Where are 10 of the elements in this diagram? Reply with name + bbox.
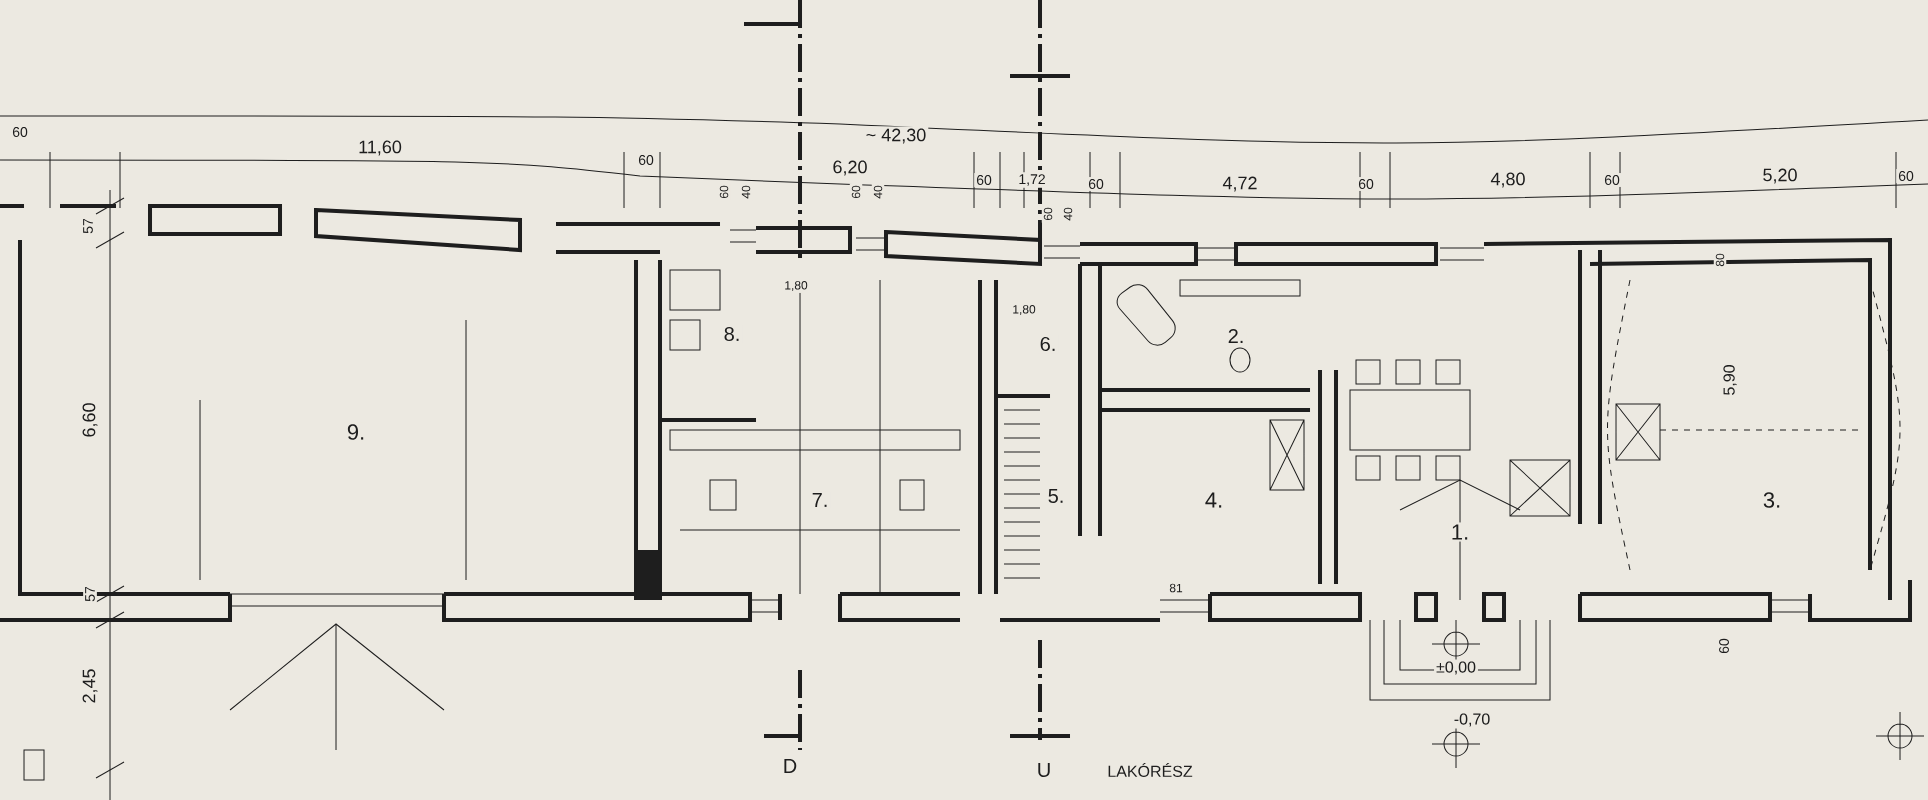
room-number: 2. bbox=[1225, 327, 1247, 345]
room-number: 4. bbox=[1202, 490, 1226, 510]
room-number: 5. bbox=[1045, 487, 1067, 505]
level-label: -0,70 bbox=[1451, 711, 1493, 729]
dimension-label: 5,90 bbox=[1721, 362, 1739, 398]
level-label: ±0,00 bbox=[1434, 659, 1478, 677]
room-number: 9. bbox=[344, 422, 368, 442]
room-number: 7. bbox=[809, 491, 831, 509]
room-number: 1. bbox=[1448, 522, 1472, 542]
room-number: 3. bbox=[1760, 490, 1784, 510]
